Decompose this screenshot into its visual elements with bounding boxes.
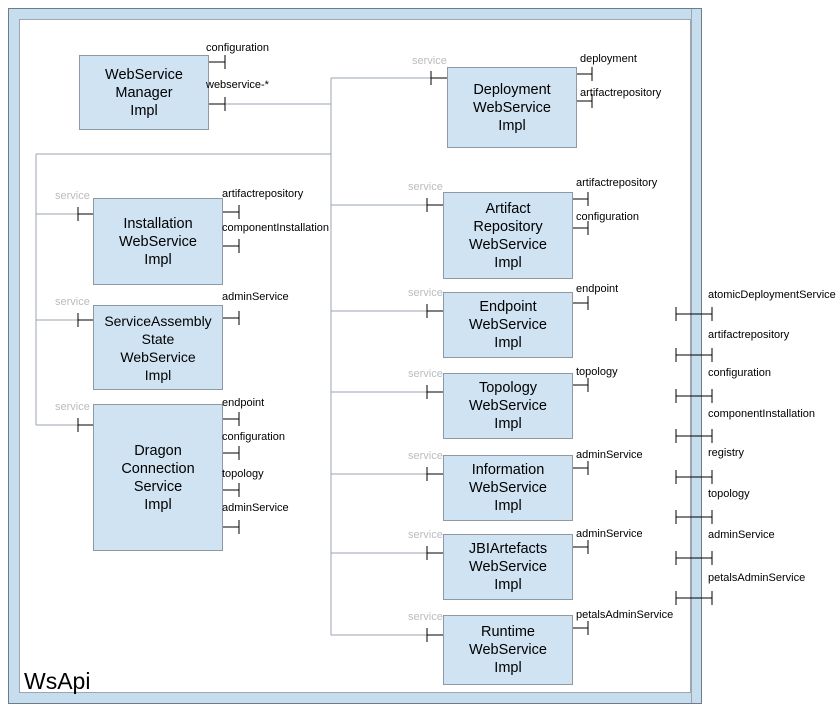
component-deployment-webservice-impl[interactable]: Deployment WebService Impl [447,67,577,148]
port-label-service: service [408,368,443,380]
port-label-service: service [55,190,90,202]
port-label-service: service [408,181,443,193]
component-webservice-manager-impl[interactable]: WebService Manager Impl [79,55,209,130]
port-label-artifactrepository: artifactrepository [222,188,304,200]
component-information-webservice-impl[interactable]: Information WebService Impl [443,455,573,521]
port-label-service: service [55,401,90,413]
port-label-service: service [408,287,443,299]
port-label-service: service [408,529,443,541]
boundary-port-label-registry: registry [708,447,745,459]
port-label-deployment: deployment [580,53,637,65]
boundary-port-label-petalsadminservice: petalsAdminService [708,572,806,584]
component-dragon-connection-service-impl[interactable]: Dragon Connection Service Impl [93,404,223,551]
package-title: WsApi [24,668,91,694]
port-label-adminservice: adminService [222,502,289,514]
component-jbiartefacts-webservice-impl[interactable]: JBIArtefacts WebService Impl [443,534,573,600]
boundary-port-label-configuration: configuration [708,367,771,379]
port-label-service: service [408,450,443,462]
port-label-service: service [55,296,90,308]
port-label-adminservice: adminService [576,449,643,461]
component-topology-webservice-impl[interactable]: Topology WebService Impl [443,373,573,439]
boundary-port-label-componentinstallation: componentInstallation [708,408,816,420]
component-installation-webservice-impl[interactable]: Installation WebService Impl [93,198,223,285]
port-label-artifactrepository: artifactrepository [576,177,658,189]
port-label-endpoint: endpoint [222,397,265,409]
port-label-adminservice: adminService [576,528,643,540]
component-serviceassembly-state-webservice-impl[interactable]: ServiceAssembly State WebService Impl [93,305,223,390]
package-frame-right-band [691,9,702,703]
port-label-artifactrepository: artifactrepository [580,87,662,99]
component-artifact-repository-webservice-impl[interactable]: Artifact Repository WebService Impl [443,192,573,279]
boundary-port-label-adminservice: adminService [708,529,775,541]
port-label-configuration: configuration [206,42,269,54]
port-label-endpoint: endpoint [576,283,619,295]
port-label-adminservice: adminService [222,291,289,303]
port-label-webservice-star: webservice-* [206,79,269,91]
component-endpoint-webservice-impl[interactable]: Endpoint WebService Impl [443,292,573,358]
port-label-service: service [408,611,443,623]
component-runtime-webservice-impl[interactable]: Runtime WebService Impl [443,615,573,685]
boundary-port-label-topology: topology [708,488,750,500]
port-ticks [77,55,593,642]
port-label-topology: topology [222,468,264,480]
boundary-port-label-artifactrepository: artifactrepository [708,329,790,341]
port-label-topology: topology [576,366,618,378]
boundary-port-label-atomicdeploymentservice: atomicDeploymentService [708,289,836,301]
port-label-configuration: configuration [576,211,639,223]
port-label-componentinstallation: componentInstallation [222,222,330,234]
port-label-configuration: configuration [222,431,285,443]
port-label-service: service [412,55,447,67]
port-label-petalsadminservice: petalsAdminService [576,609,674,621]
